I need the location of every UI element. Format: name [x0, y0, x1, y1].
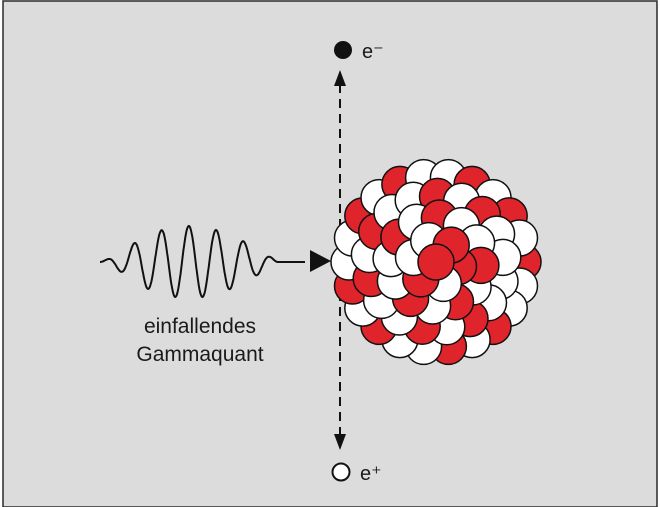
gamma-wave-icon: [100, 224, 331, 299]
nucleus-icon: [330, 158, 542, 366]
incident-label-line2: Gammaquant: [136, 343, 263, 366]
positron-dot-icon: [331, 462, 351, 482]
incident-label-line1: einfallendes: [144, 315, 256, 338]
electron-dot-icon: [334, 41, 352, 59]
positron-label: e⁺: [360, 463, 382, 485]
dashed-arrow-icon: [334, 70, 346, 450]
nucleon: [417, 243, 455, 281]
electron-label: e⁻: [362, 41, 384, 63]
